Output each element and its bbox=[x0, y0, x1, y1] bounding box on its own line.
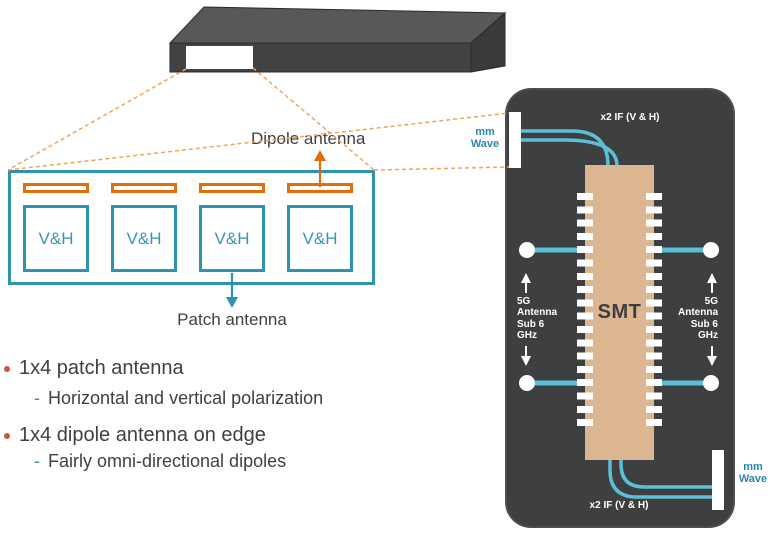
antenna-col-line: GHz bbox=[517, 329, 537, 341]
smt-pins-right bbox=[646, 193, 662, 427]
smt-chip: SMT bbox=[585, 165, 654, 460]
antenna-col-line: 5G bbox=[704, 296, 718, 307]
patch-element: V&H bbox=[199, 205, 265, 272]
antenna-col-line: Sub 6 bbox=[517, 318, 545, 330]
device-antenna-window bbox=[186, 46, 253, 69]
antenna-col-line: 5G bbox=[517, 296, 531, 307]
antenna-col-line: Sub 6 bbox=[690, 318, 718, 330]
device-front-face bbox=[169, 42, 472, 73]
mmwave-connector-top bbox=[509, 112, 521, 168]
patch-element: V&H bbox=[111, 205, 177, 272]
if-label-bottom: x2 IF (V & H) bbox=[589, 500, 649, 511]
bullet-item: 1x4 dipole antenna on edge bbox=[4, 424, 266, 447]
mmwave-label-right: mm Wave bbox=[738, 461, 768, 485]
sub-bullet-text: Fairly omni-directional dipoles bbox=[48, 451, 287, 471]
antenna-board: V&H V&H V&H V&H bbox=[8, 170, 375, 285]
smt-label: SMT bbox=[597, 301, 642, 323]
dipole-element bbox=[23, 183, 89, 193]
antenna-col-line: GHz bbox=[698, 329, 718, 341]
device-chassis bbox=[168, 6, 507, 73]
projection-line bbox=[252, 67, 375, 171]
dipole-element bbox=[111, 183, 177, 193]
bullet-text: 1x4 dipole antenna on edge bbox=[19, 424, 266, 446]
projection-line bbox=[373, 166, 510, 171]
bullet-dot-icon bbox=[4, 433, 10, 439]
dipole-antenna-label: Dipole antenna bbox=[251, 129, 366, 148]
antenna-direction-column-left: 5G Antenna Sub 6 GHz bbox=[517, 296, 567, 341]
patch-element: V&H bbox=[23, 205, 89, 272]
projection-line bbox=[7, 68, 187, 171]
smt-pins-left bbox=[577, 193, 593, 427]
sub-bullet-dash: - bbox=[34, 451, 40, 471]
bullet-text: 1x4 patch antenna bbox=[19, 357, 184, 379]
sub-bullet-item: - Fairly omni-directional dipoles bbox=[34, 451, 286, 472]
patch-antenna-label: Patch antenna bbox=[177, 310, 287, 329]
bullet-dot-icon bbox=[4, 366, 10, 372]
sub-bullet-dash: - bbox=[34, 388, 40, 408]
dipole-element bbox=[199, 183, 265, 193]
antenna-direction-column-right: 5G Antenna Sub 6 GHz bbox=[668, 296, 718, 341]
dipole-element bbox=[287, 183, 353, 193]
sub-bullet-text: Horizontal and vertical polarization bbox=[48, 388, 324, 408]
patch-element: V&H bbox=[287, 205, 353, 272]
mmwave-connector-bottom bbox=[712, 450, 724, 510]
mmwave-label-left: mm Wave bbox=[470, 126, 500, 150]
antenna-col-line: Antenna bbox=[517, 307, 557, 319]
sub-bullet-item: - Horizontal and vertical polarization bbox=[34, 388, 323, 409]
antenna-col-line: Antenna bbox=[678, 307, 718, 319]
device-side-face bbox=[470, 11, 506, 73]
bullet-item: 1x4 patch antenna bbox=[4, 357, 184, 380]
device-top-face bbox=[168, 6, 507, 44]
if-label-top: x2 IF (V & H) bbox=[600, 112, 660, 123]
